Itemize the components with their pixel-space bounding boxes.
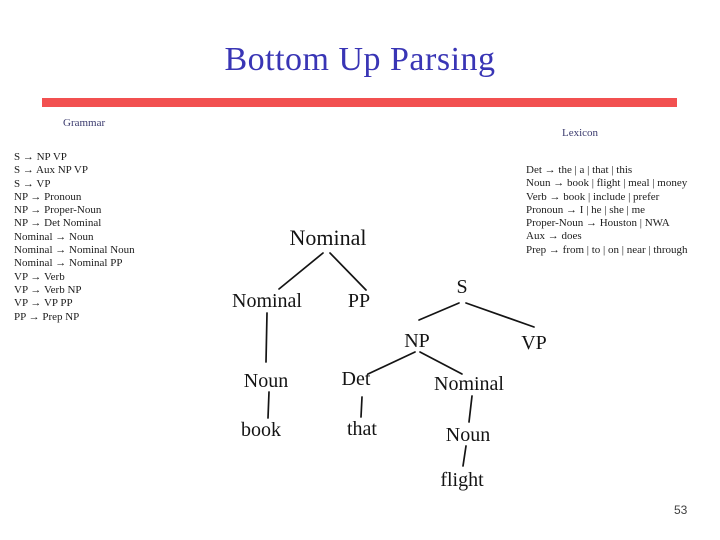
tree-edge (267, 391, 270, 419)
tree-node-noun-left: Noun (243, 370, 289, 392)
tree-leaf-book: book (241, 419, 281, 441)
lexicon-entry: Noun → book | flight | meal | money (526, 177, 688, 190)
grammar-rule-list: S → NP VP S → Aux NP VP S → VP NP → Pron… (14, 151, 135, 324)
tree-edge (462, 445, 467, 467)
grammar-rule: S → Aux NP VP (14, 164, 88, 177)
grammar-rule: VP → Verb NP (14, 283, 82, 296)
lexicon-entry: Proper-Noun → Houston | NWA (526, 217, 670, 230)
lexicon-entry: Verb → book | include | prefer (526, 190, 660, 203)
grammar-rule: NP → Pronoun (14, 190, 82, 203)
tree-leaf-that: that (347, 418, 377, 440)
tree-leaf-flight: flight (440, 469, 484, 491)
tree-edge (367, 351, 416, 375)
tree-edge (278, 252, 324, 290)
lexicon-entry-list: Det → the | a | that | this Noun → book … (526, 164, 688, 257)
tree-edge (265, 312, 268, 363)
grammar-rule: Nominal → Nominal Noun (14, 244, 135, 257)
lexicon-entry: Aux → does (526, 230, 582, 243)
grammar-rule: S → VP (14, 177, 51, 190)
tree-node-s: S (456, 276, 468, 298)
grammar-rule: NP → Proper-Noun (14, 204, 102, 217)
grammar-rule: Nominal → Noun (14, 230, 94, 243)
grammar-rule: VP → Verb (14, 270, 65, 283)
grammar-rule: PP → Prep NP (14, 310, 80, 323)
grammar-rule: Nominal → Nominal PP (14, 257, 123, 270)
grammar-rule: S → NP VP (14, 151, 67, 163)
slide-title: Bottom Up Parsing (224, 41, 496, 78)
tree-edge (465, 302, 535, 328)
tree-edge (329, 252, 367, 291)
tree-edge (360, 396, 363, 418)
tree-node-det: Det (341, 368, 371, 390)
lexicon-entry: Det → the | a | that | this (526, 164, 633, 176)
tree-node-nominal-top: Nominal (289, 225, 367, 250)
grammar-rule: VP → VP PP (14, 297, 73, 310)
tree-node-noun-right: Noun (445, 424, 491, 446)
tree-node-nominal-right: Nominal (434, 373, 504, 395)
tree-node-vp: VP (521, 332, 547, 354)
tree-node-nominal-left: Nominal (232, 290, 302, 312)
accent-bar (42, 98, 677, 107)
tree-node-np: NP (404, 330, 430, 352)
tree-edge (468, 395, 473, 423)
lexicon-heading: Lexicon (562, 127, 599, 139)
page-number: 53 (674, 503, 688, 517)
grammar-heading: Grammar (63, 117, 106, 129)
tree-edge (419, 351, 463, 375)
lexicon-entry: Pronoun → I | he | she | me (526, 203, 646, 216)
tree-node-pp: PP (347, 290, 371, 312)
lexicon-entry: Prep → from | to | on | near | through (526, 243, 688, 256)
grammar-rule: NP → Det Nominal (14, 217, 102, 230)
tree-edge (418, 302, 460, 321)
